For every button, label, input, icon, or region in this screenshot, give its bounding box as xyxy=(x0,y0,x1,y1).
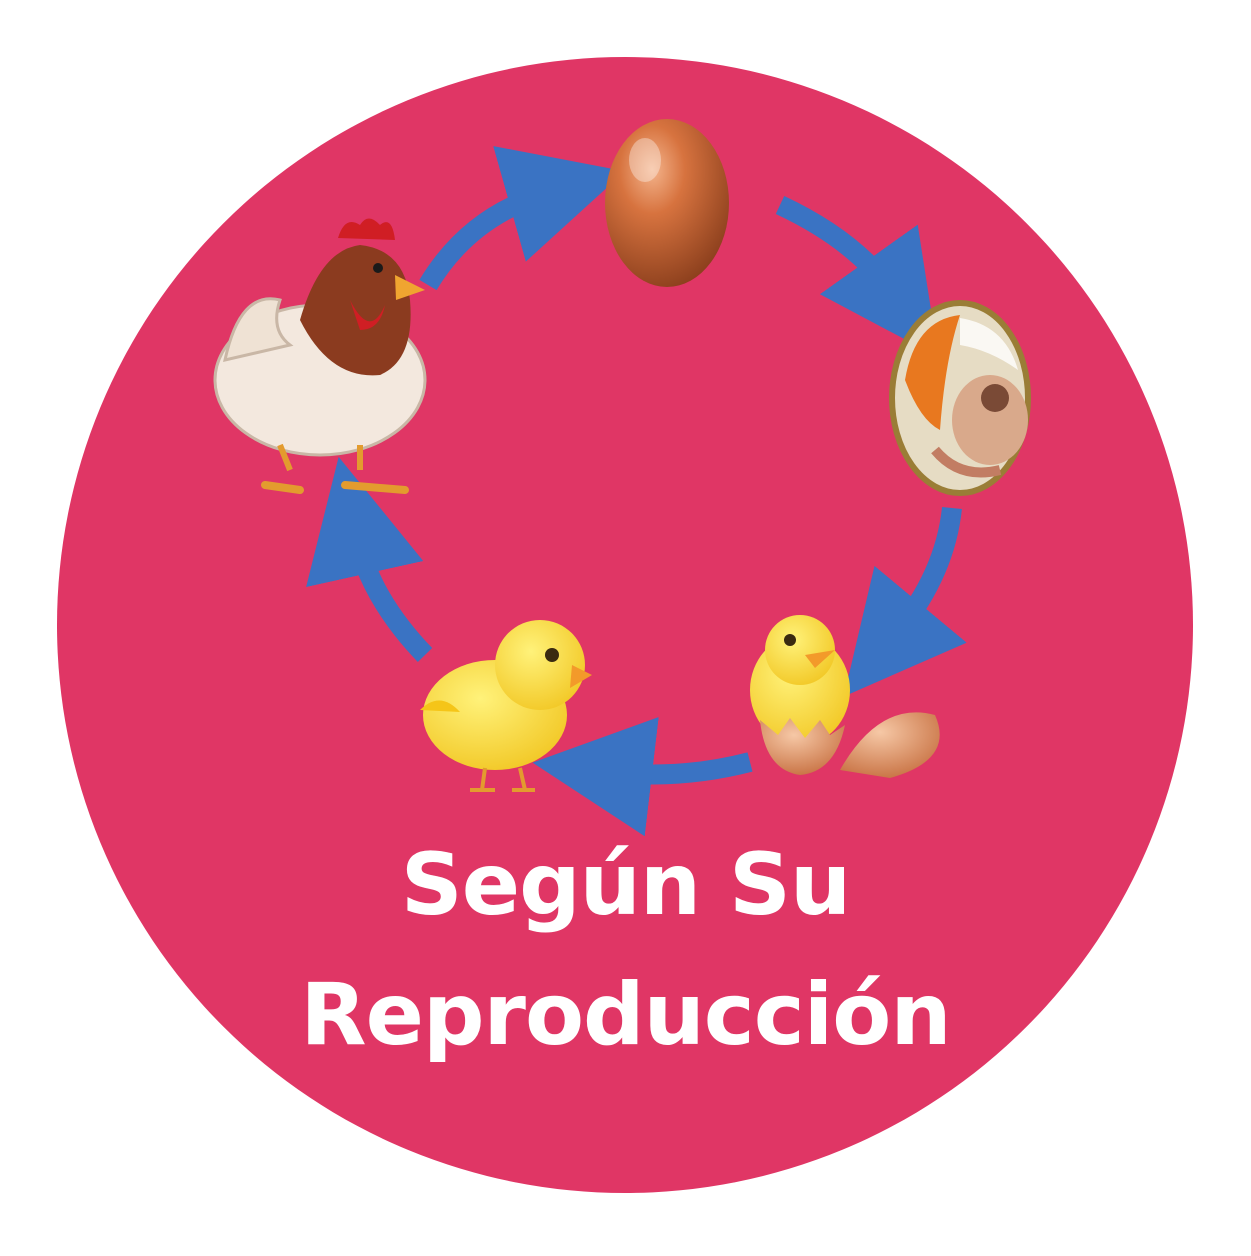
arrow-chick-to-hen xyxy=(306,456,433,662)
title-line-2: Reproducción xyxy=(300,965,951,1065)
arrow-hatch-to-chick xyxy=(532,717,753,837)
embryo-in-egg-icon xyxy=(889,300,1031,496)
arrow-egg-to-embryo xyxy=(775,195,939,358)
hatching-chick-icon xyxy=(750,615,940,778)
arrow-embryo-to-hatch xyxy=(843,506,967,697)
egg-icon xyxy=(605,119,729,287)
chick-icon xyxy=(420,620,592,792)
hen-icon xyxy=(213,218,427,494)
title-line-1: Según Su xyxy=(400,835,851,935)
cycle-arrows xyxy=(306,146,967,837)
arrow-hen-to-egg xyxy=(419,146,625,291)
